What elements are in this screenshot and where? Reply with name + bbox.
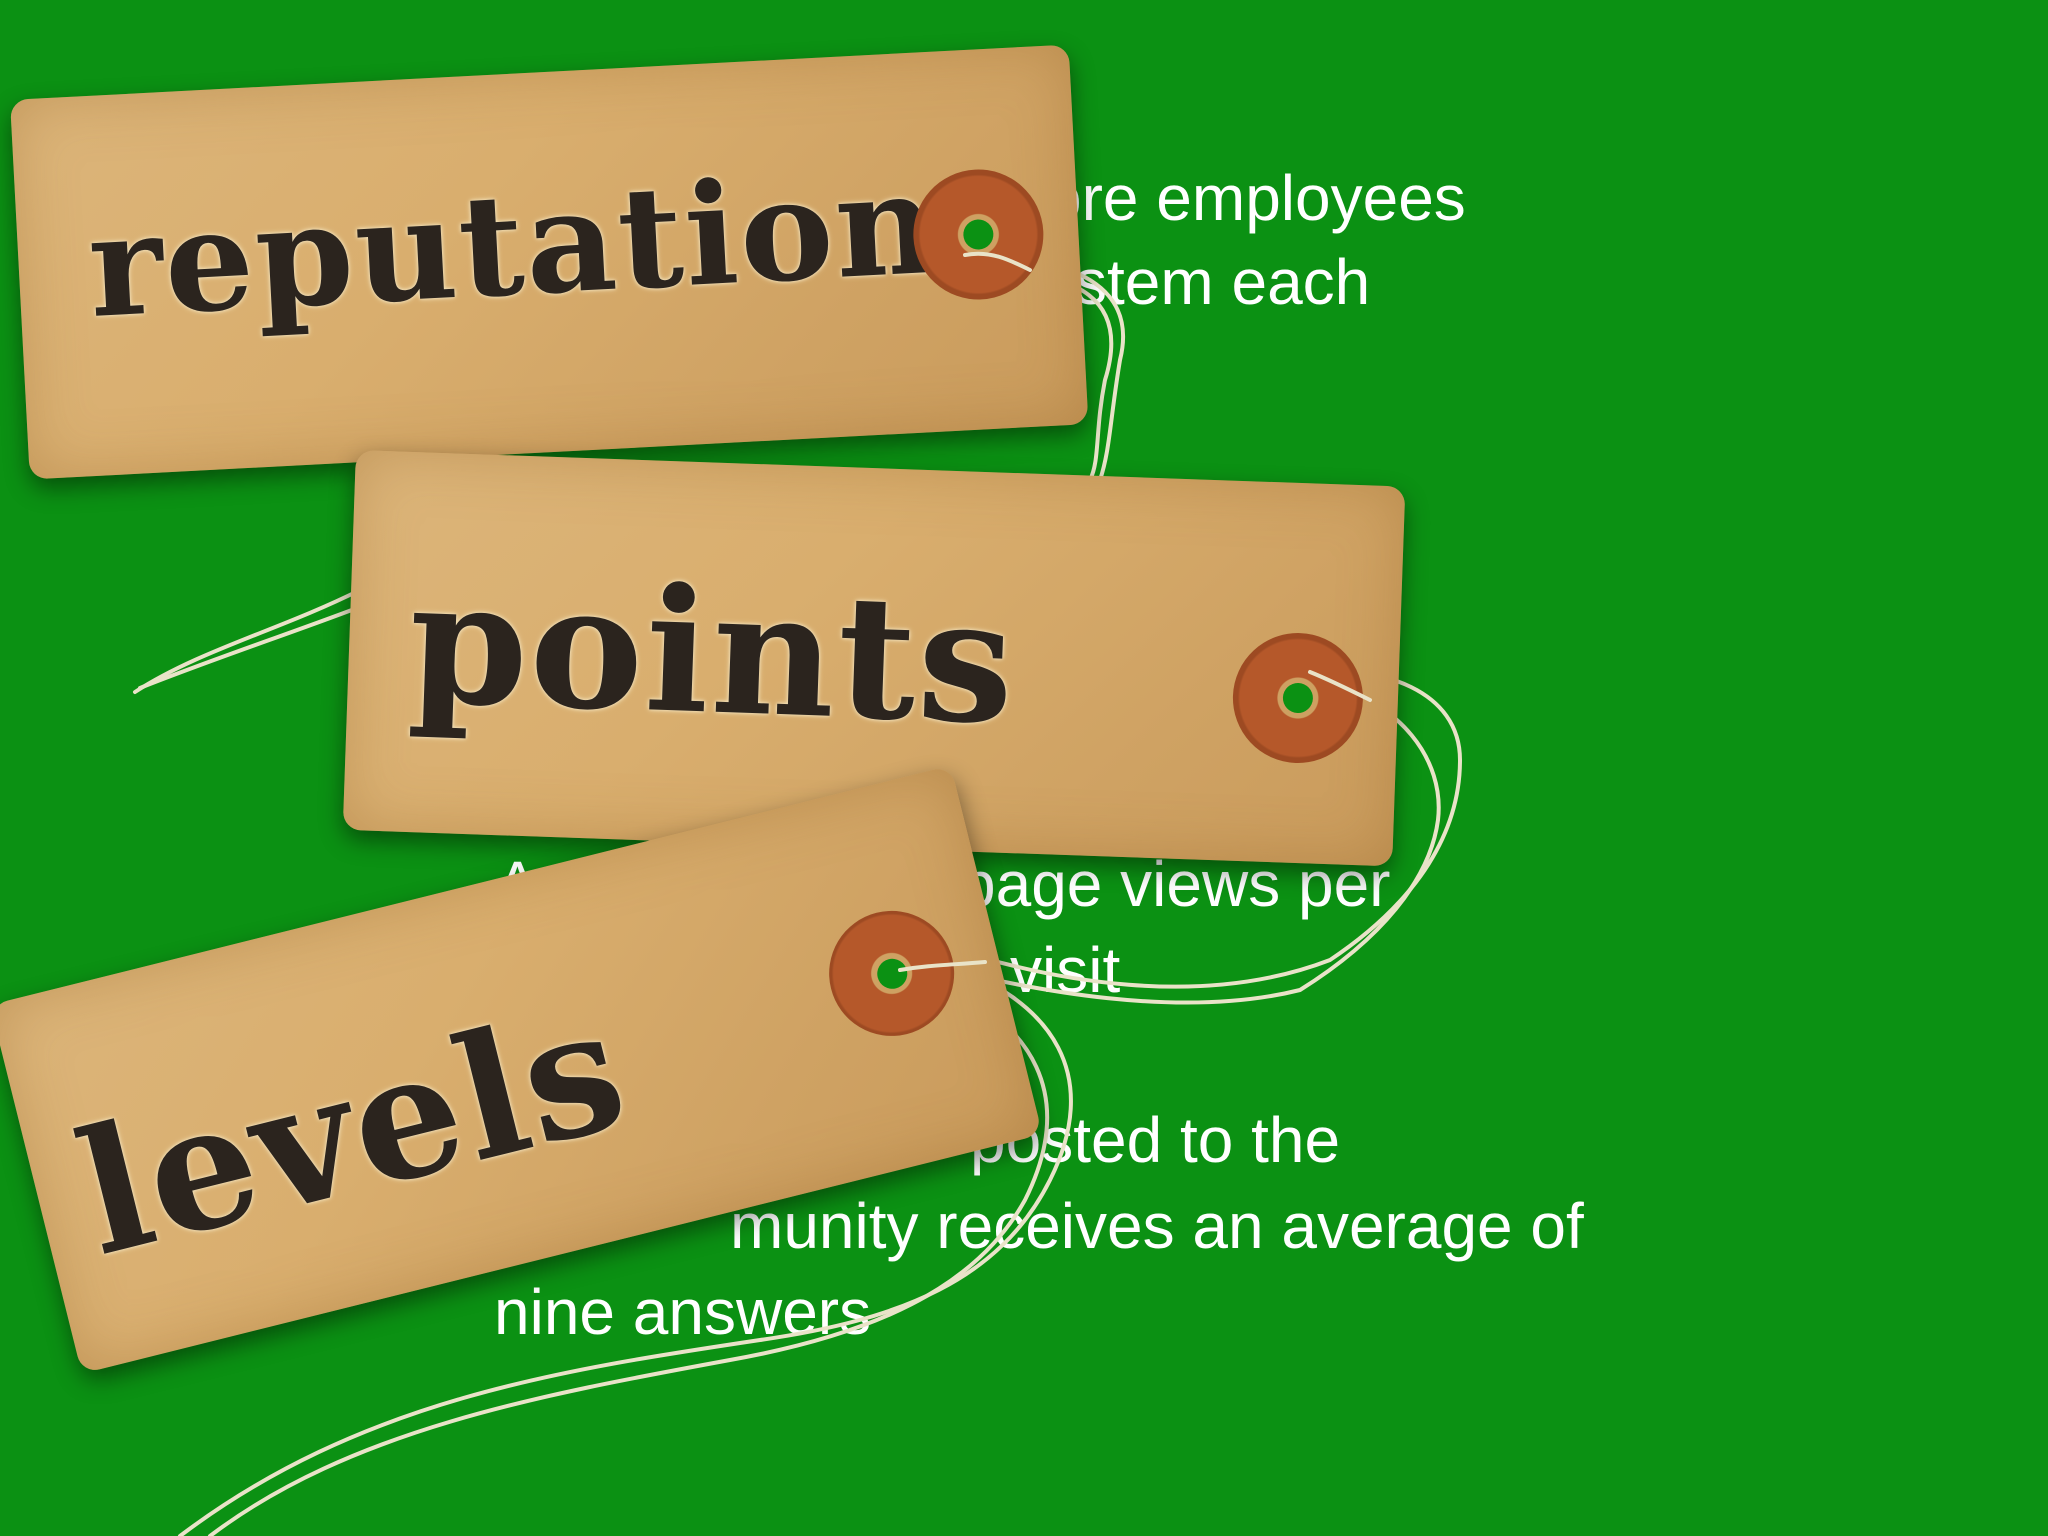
body-text-line: stem each [1075, 246, 1371, 318]
body-text-line: munity receives an average of [730, 1190, 1584, 1262]
body-text-line: bre employees [1046, 162, 1466, 234]
